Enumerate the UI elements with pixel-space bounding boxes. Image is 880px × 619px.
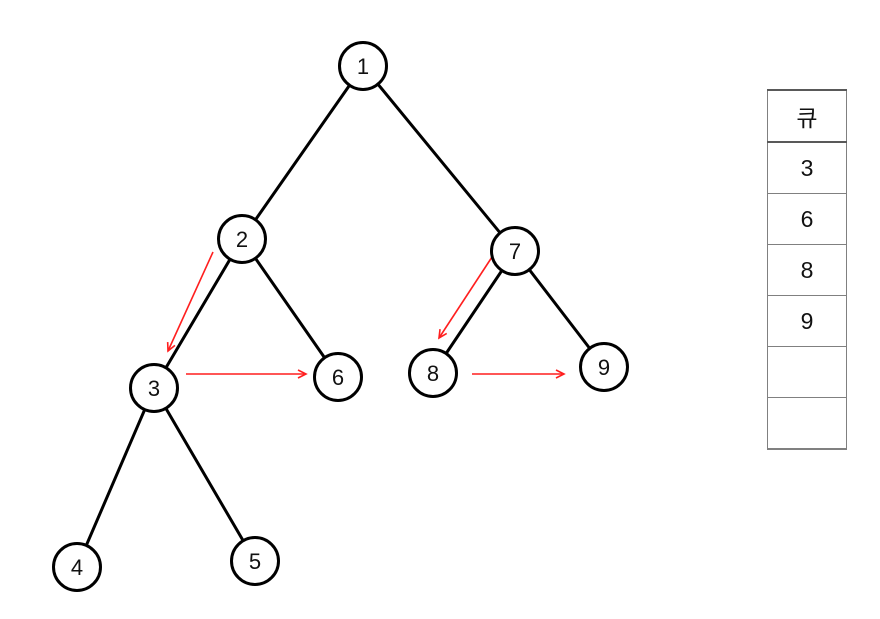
queue-cell [767, 397, 847, 450]
node-2-label: 2 [236, 227, 248, 252]
traversal-arrows [166, 251, 566, 379]
node-5-label: 5 [249, 549, 261, 574]
node-9-label: 9 [598, 355, 610, 380]
queue-cell: 3 [767, 141, 847, 194]
tree-node-4: 4 [52, 542, 102, 592]
tree-node-5: 5 [230, 536, 280, 586]
node-6-label: 6 [332, 365, 344, 390]
queue-header-row: 큐 [767, 89, 847, 143]
queue-cell [767, 346, 847, 398]
queue-row: 9 [767, 295, 847, 347]
tree-node-1: 1 [338, 41, 388, 91]
node-8-label: 8 [427, 361, 439, 386]
queue-header-cell: 큐 [767, 89, 847, 143]
arrow-2-to-3 [166, 251, 214, 353]
edge-3-5 [152, 386, 257, 563]
queue-row [767, 346, 847, 398]
node-7-circle [490, 226, 540, 276]
queue-cell: 8 [767, 244, 847, 296]
node-1-circle [338, 41, 388, 91]
edge-2-6 [240, 237, 340, 379]
node-1-label: 1 [357, 54, 369, 79]
queue-row: 8 [767, 244, 847, 296]
edge-2-3 [152, 237, 244, 390]
edge-3-4 [75, 386, 156, 569]
node-6-circle [313, 352, 363, 402]
edge-1-2 [240, 64, 365, 241]
tree-node-7: 7 [490, 226, 540, 276]
node-7-label: 7 [509, 239, 521, 264]
edge-1-7 [361, 64, 517, 253]
tree-edges [75, 64, 606, 569]
node-3-circle [129, 363, 179, 413]
arrow-7-to-8 [438, 256, 493, 340]
queue-row: 6 [767, 193, 847, 245]
node-8-circle [408, 348, 458, 398]
queue-table: 큐 3 6 8 9 [767, 89, 847, 450]
queue-cell: 6 [767, 193, 847, 245]
queue-cell: 9 [767, 295, 847, 347]
node-2-circle [217, 214, 267, 264]
tree-nodes: 1 2 7 3 6 8 9 [52, 41, 629, 592]
tree-node-6: 6 [313, 352, 363, 402]
node-5-circle [230, 536, 280, 586]
node-9-circle [579, 342, 629, 392]
node-4-label: 4 [71, 555, 83, 580]
tree-node-3: 3 [129, 363, 179, 413]
queue-row [767, 397, 847, 450]
node-3-label: 3 [148, 376, 160, 401]
tree-node-9: 9 [579, 342, 629, 392]
tree-node-2: 2 [217, 214, 267, 264]
tree-node-8: 8 [408, 348, 458, 398]
queue-row: 3 [767, 141, 847, 194]
node-4-circle [52, 542, 102, 592]
